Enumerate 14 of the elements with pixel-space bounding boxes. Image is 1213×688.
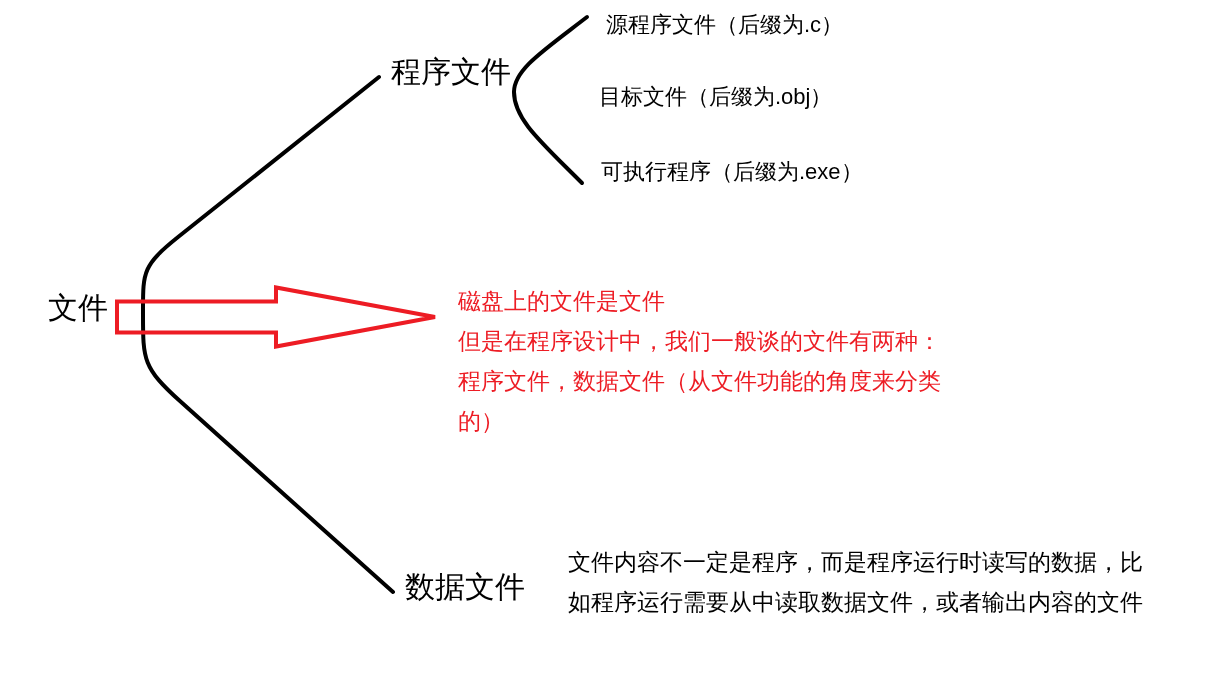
note-text: 磁盘上的文件是文件 bbox=[458, 288, 666, 316]
description-text: 文件内容不一定是程序，而是程序运行时读写的数据，比如程序运行需要从中读取数据文件，或者输出内容的文件 bbox=[568, 548, 1144, 617]
topic-label: 程序文件 bbox=[391, 54, 511, 90]
note-text: 但是在程序设计中，我们一般谈的文件有两种：程序文件，数据文件（从文件功能的角度来分类的） bbox=[458, 328, 942, 436]
brace-line bbox=[512, 90, 584, 185]
file-type-label: 目标文件（后缀为.obj） bbox=[599, 83, 833, 111]
branch-line bbox=[141, 310, 395, 594]
file-type-label: 源程序文件（后缀为.c） bbox=[606, 11, 844, 39]
topic-label: 数据文件 bbox=[405, 569, 525, 605]
branch-line bbox=[141, 75, 381, 314]
brace-line bbox=[512, 15, 589, 94]
block-arrow bbox=[115, 285, 437, 349]
topic-label: 文件 bbox=[48, 290, 108, 326]
file-type-label: 可执行程序（后缀为.exe） bbox=[601, 158, 863, 186]
